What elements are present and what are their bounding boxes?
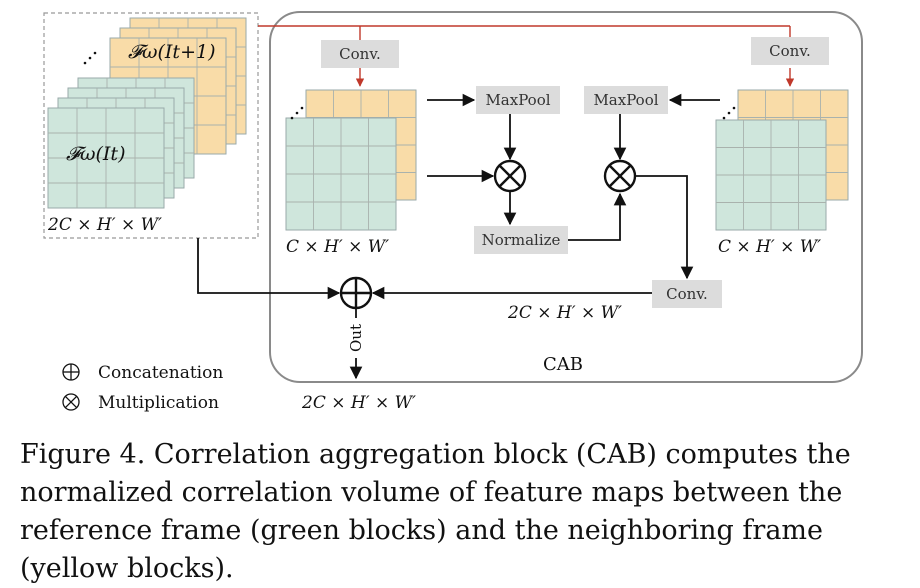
input-feature-box [43,12,259,239]
left-feature-stack [285,89,417,231]
concat-node [339,276,373,310]
multiply-node-right [603,159,637,193]
maxpool-right-box [584,86,668,114]
concat-legend-symbol [62,363,80,381]
f-next-label: 𝓕ω(It+1) [128,41,216,63]
flow-arrows [197,93,720,380]
cab-container [269,11,863,383]
right-feature-stack [715,89,849,231]
normalize-box [474,226,568,254]
maxpool-left-box [476,86,560,114]
legend: Concatenation Multiplication [62,363,223,413]
conv-right-label: Conv. [769,42,811,60]
conv-bottom-label: Conv. [666,285,708,303]
maxpool-left-label: MaxPool [485,91,550,109]
conv-right-box [751,37,829,65]
out-label-bg [347,318,365,358]
conv-left-label: Conv. [339,45,381,63]
multiply-legend-label: Multiplication [98,393,219,413]
multiply-legend-symbol [62,393,80,411]
cab-diagram: Conv. Conv. MaxPool MaxPool Normalize Co… [43,11,863,413]
out-dims-label: 2C × H′ × W′ [301,393,416,413]
left-dims-label: C × H′ × W′ [286,237,389,257]
cab-label: CAB [543,354,583,375]
maxpool-right-label: MaxPool [593,91,658,109]
conv-left-box [321,40,399,68]
multiply-node-left [493,159,527,193]
right-dims-label: C × H′ × W′ [718,237,821,257]
input-dims-label: 2C × H′ × W′ [47,215,162,235]
mid-dims-label: 2C × H′ × W′ [507,303,622,323]
conv-bottom-box [652,280,722,308]
figure-caption: Figure 4. Correlation aggregation block … [20,439,851,584]
out-label: Out [347,324,365,352]
normalize-label: Normalize [482,231,561,249]
ellipsis-dots [83,51,736,120]
f-cur-label: 𝓕ω(It) [66,143,125,165]
input-feature-stack [47,17,247,209]
concat-legend-label: Concatenation [98,363,223,383]
